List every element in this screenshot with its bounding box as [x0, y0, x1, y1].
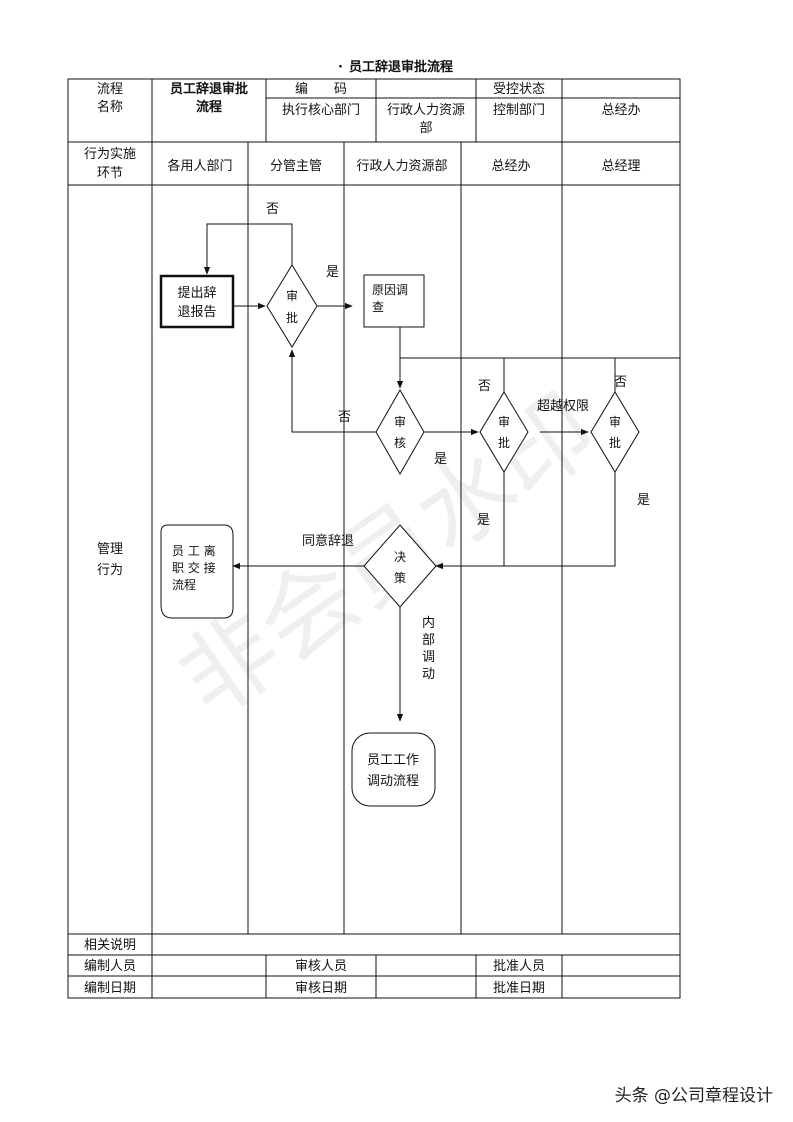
edge-label-yes-1: 是 [326, 265, 339, 280]
node-handover-line1: 员 工 离 [172, 543, 216, 558]
edge-label-internal-1: 内 [422, 615, 435, 631]
control-dept-value: 总经办 [601, 103, 640, 118]
edge-label-internal-2: 部 [422, 633, 435, 648]
code-label: 编 码 [295, 82, 347, 97]
footer-approver-label: 批准人员 [493, 959, 545, 974]
lane-header-supervisor: 分管主管 [270, 159, 322, 174]
process-name-value-2: 流程 [196, 99, 222, 115]
node-office-approve-line1: 审 [498, 414, 510, 429]
lane-header-hr: 行政人力资源部 [356, 159, 447, 174]
node-hr-review: 审 核 [375, 388, 425, 476]
credit-text: 头条 @公司章程设计 [615, 1086, 773, 1106]
lane-row-label-1: 行为实施 [84, 147, 136, 162]
node-gm-approve-line2: 批 [609, 435, 621, 450]
node-office-approve-line2: 批 [498, 435, 510, 450]
edge-label-no-gm: 否 [614, 375, 627, 390]
footer-review-date-label: 审核日期 [295, 981, 347, 996]
node-decision-line2: 策 [394, 571, 406, 585]
node-supervisor-approve-line1: 审 [286, 288, 298, 303]
node-transfer-line1: 员工工作 [367, 753, 419, 768]
node-hr-review-line2: 核 [394, 436, 406, 450]
node-decision: 决 策 [363, 524, 437, 608]
node-transfer: 员工工作 调动流程 [351, 732, 436, 807]
lane-row-label-2: 环节 [97, 166, 123, 181]
connectors [203, 223, 680, 722]
edge-label-yes-2: 是 [434, 452, 447, 467]
node-gm-approve: 审 批 [590, 391, 640, 473]
footer-approve-date-label: 批准日期 [493, 981, 545, 996]
node-handover-line3: 流程 [172, 577, 196, 592]
process-name-value-1: 员工辞退审批 [170, 81, 248, 97]
footer-reviewer-label: 审核人员 [295, 959, 347, 974]
node-office-approve: 审 批 [479, 391, 529, 473]
control-dept-label: 控制部门 [493, 103, 545, 118]
edge-label-internal-3: 调 [422, 650, 435, 665]
edge-label-exceed: 超越权限 [537, 398, 589, 414]
edge-label-no-top: 否 [266, 202, 279, 217]
node-reason-line1: 原因调 [372, 283, 408, 297]
edge-label-agree: 同意辞退 [302, 533, 354, 549]
footer-edit-date-label: 编制日期 [84, 981, 136, 996]
lane-header-departments: 各用人部门 [167, 158, 232, 174]
footer-table [67, 933, 681, 999]
node-submit-report-line2: 退报告 [177, 305, 216, 320]
edge-label-no-back: 否 [338, 410, 351, 425]
edge-label-no-office: 否 [478, 379, 491, 394]
page-title: 员工辞退审批流程 [349, 59, 453, 75]
controlled-status-label: 受控状态 [493, 82, 545, 97]
title-bullet: · [338, 60, 343, 75]
exec-dept-value-1: 行政人力资源 [387, 103, 465, 118]
node-supervisor-approve: 审 批 [266, 264, 318, 348]
node-reason-line2: 查 [372, 300, 384, 314]
node-gm-approve-line1: 审 [609, 414, 621, 429]
left-label-2: 行为 [97, 563, 123, 578]
node-handover-line2: 职 交 接 [172, 560, 216, 575]
edge-label-yes-office: 是 [477, 513, 490, 528]
exec-dept-value-2: 部 [419, 121, 432, 136]
footer-notes-label: 相关说明 [84, 938, 136, 953]
node-supervisor-approve-line2: 批 [286, 310, 298, 325]
lane-header-office: 总经办 [491, 159, 530, 174]
edge-label-internal-4: 动 [422, 667, 435, 682]
node-reason-investigation: 原因调 查 [363, 274, 425, 328]
node-transfer-line2: 调动流程 [367, 774, 419, 789]
node-handover: 员 工 离 职 交 接 流程 [160, 524, 234, 619]
lane-header-gm: 总经理 [601, 159, 640, 174]
process-name-label-2: 名称 [97, 99, 123, 115]
node-hr-review-line1: 审 [394, 414, 406, 429]
exec-dept-label: 执行核心部门 [282, 103, 360, 118]
header-table [67, 78, 681, 143]
node-submit-report: 提出辞 退报告 [159, 274, 235, 329]
node-submit-report-line1: 提出辞 [177, 285, 216, 301]
footer-editor-label: 编制人员 [84, 959, 136, 974]
left-label-1: 管理 [97, 542, 123, 557]
edge-label-yes-gm: 是 [637, 493, 650, 508]
process-name-label-1: 流程 [97, 82, 123, 97]
node-decision-line1: 决 [394, 550, 406, 564]
